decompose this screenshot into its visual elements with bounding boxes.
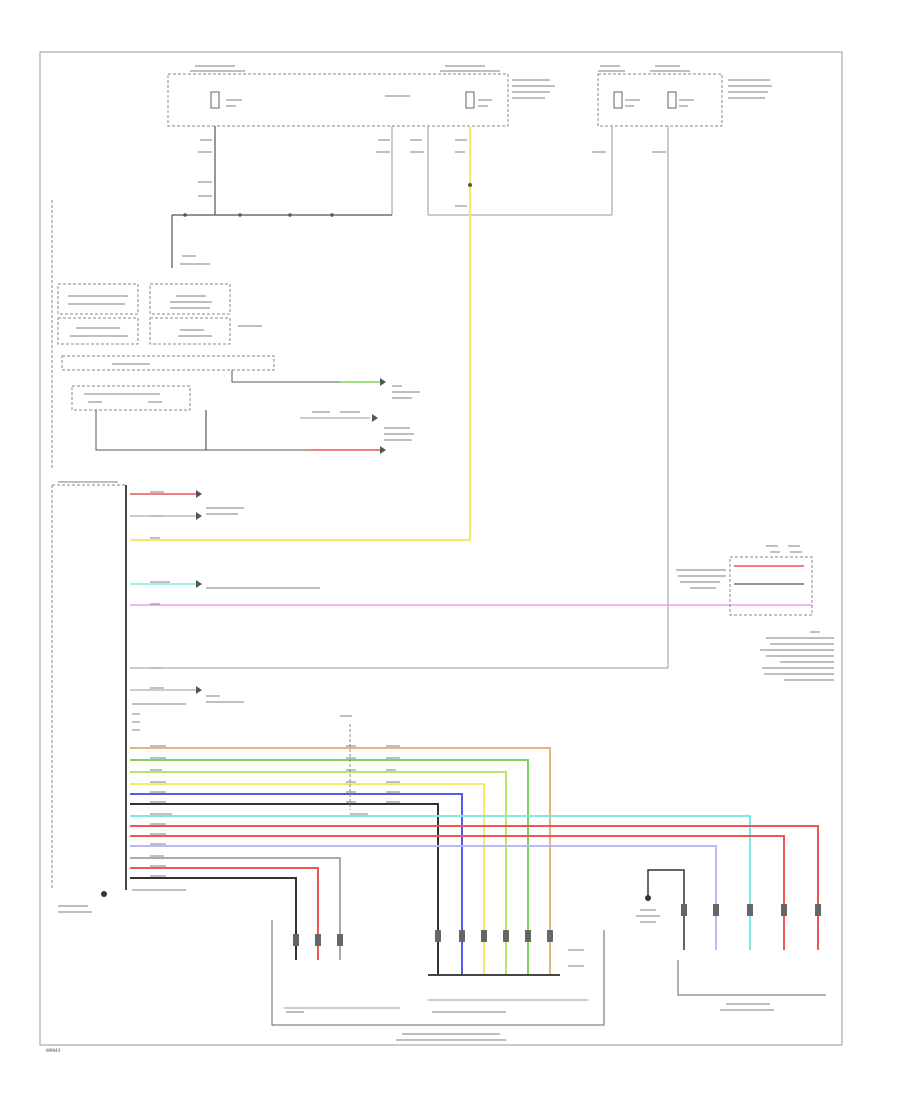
- wire-green: [130, 759, 529, 975]
- illegible-labels-yaw: [636, 909, 774, 1011]
- fuel-transmission-box: [71, 385, 191, 411]
- illegible-labels-sensors: [286, 949, 584, 1041]
- underhood-fuse-box: [167, 73, 509, 127]
- illegible-labels-left: [68, 255, 262, 403]
- fuse-2: [465, 91, 475, 109]
- fuse-4: [667, 91, 677, 109]
- wire-red-2: [130, 835, 785, 950]
- adaptive-module: [149, 283, 231, 315]
- wire-yellow-2: [130, 783, 485, 975]
- illegible-labels-right: [676, 545, 834, 681]
- footer-code: W9944: [46, 1048, 61, 1053]
- engine-module: [57, 317, 139, 345]
- wire-red-3: [130, 867, 319, 960]
- wire-can-lower: [95, 410, 380, 451]
- steering-angle-connector: [729, 556, 813, 616]
- sensor-connectors-right: [435, 930, 553, 942]
- can-bus-bar: [61, 355, 275, 371]
- wire-can-upper: [231, 370, 380, 383]
- yaw-connectors: [681, 904, 821, 916]
- fuse-3: [613, 91, 623, 109]
- yaw-rate-sensor-block: [677, 960, 826, 996]
- wire-gray-3: [130, 857, 341, 960]
- wire-lightgreen: [130, 771, 507, 975]
- illegible-labels-ecm: [58, 481, 118, 913]
- power-steering-module: [57, 283, 139, 315]
- yellow-junction: [468, 183, 472, 187]
- wire-orange: [130, 747, 551, 975]
- illegible-labels: [190, 65, 772, 207]
- sensor-connectors-left: [293, 934, 343, 946]
- sensor-block-main: [271, 920, 605, 1026]
- ground-symbol: [101, 891, 107, 897]
- illegible-labels-right-connectors: [312, 385, 420, 441]
- wire-lightblue: [130, 845, 717, 950]
- ecm-arrows: [196, 490, 202, 694]
- branch-dots: [183, 213, 334, 217]
- yaw-ground-symbol: [645, 895, 651, 901]
- illegible-labels-harness: [132, 713, 400, 877]
- illegible-labels-ecm-wires: [132, 491, 320, 891]
- wire-red-1: [130, 825, 819, 950]
- wire-black: [130, 803, 439, 975]
- gauge-module: [149, 317, 231, 345]
- harness-wires: [130, 747, 819, 975]
- outer-frame: [39, 51, 843, 1046]
- wire-yellow-main: [130, 126, 471, 541]
- fuse-1: [210, 91, 220, 109]
- driver-fuse-box: [597, 73, 723, 127]
- connector-arrows: [372, 378, 386, 454]
- wire-blue: [130, 793, 463, 975]
- wire-black-2: [130, 877, 297, 960]
